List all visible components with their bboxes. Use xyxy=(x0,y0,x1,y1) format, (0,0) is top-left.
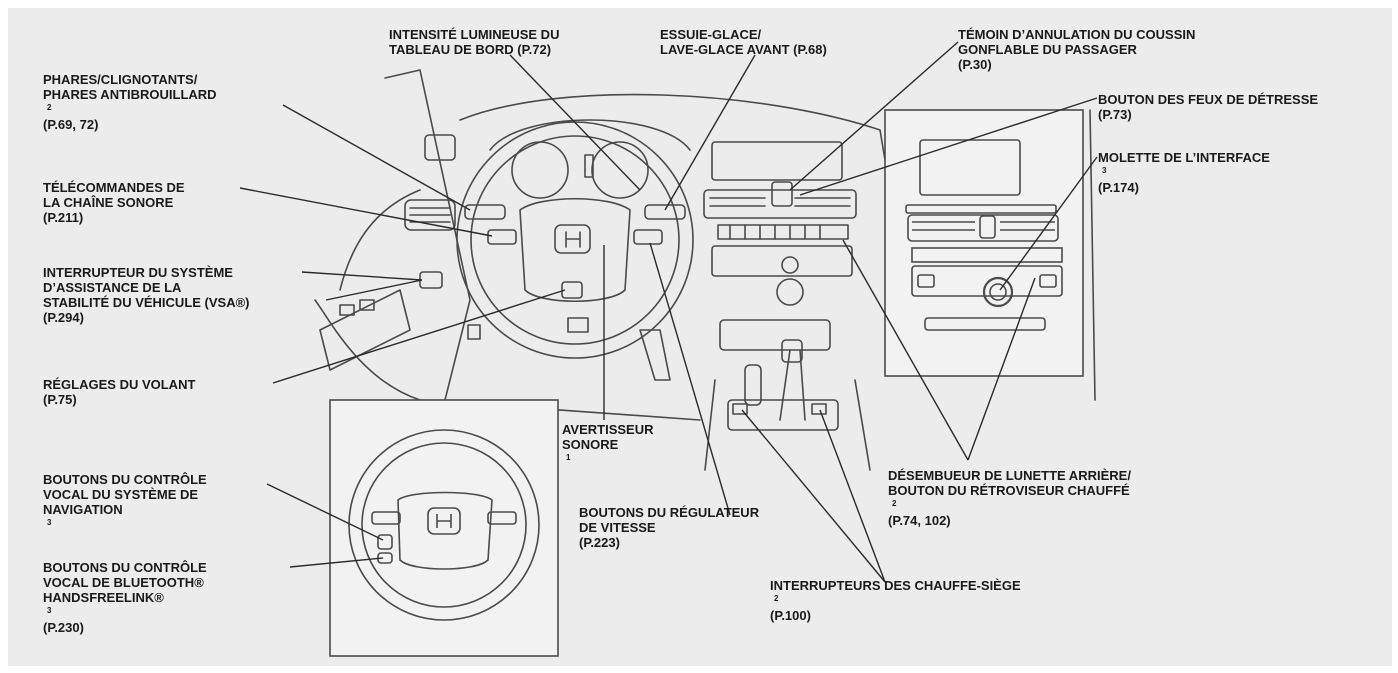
navigation-inset xyxy=(884,109,1084,377)
label-telecommandes: TÉLÉCOMMANDES DE LA CHAÎNE SONORE (P.211… xyxy=(43,180,185,225)
audio-buttons xyxy=(487,229,517,245)
center-knob xyxy=(776,278,804,306)
cluster-hood xyxy=(489,119,691,151)
steering-wheel-inset xyxy=(329,399,559,657)
left-vent xyxy=(404,199,456,231)
console-base xyxy=(727,399,839,431)
vsa-switch xyxy=(419,271,443,289)
hazard-button xyxy=(771,181,793,207)
door-switch-panel xyxy=(319,289,411,371)
honda-logo xyxy=(554,224,591,254)
tachometer-gauge xyxy=(591,141,649,199)
light-lever xyxy=(464,204,506,220)
label-desembueur: DÉSEMBUEUR DE LUNETTE ARRIÈRE/ BOUTON DU… xyxy=(888,468,1131,528)
lower-dash xyxy=(314,299,701,421)
cruise-buttons xyxy=(633,229,663,245)
dash-right-edge xyxy=(1089,109,1096,401)
label-volant: RÉGLAGES DU VOLANT (P.75) xyxy=(43,377,196,407)
pedal xyxy=(639,329,671,381)
window-switch xyxy=(339,304,355,316)
label-vsa: INTERRUPTEUR DU SYSTÈME D’ASSISTANCE DE … xyxy=(43,265,250,325)
dash-top xyxy=(459,93,886,161)
label-detresse: BOUTON DES FEUX DE DÉTRESSE (P.73) xyxy=(1098,92,1319,122)
steering-wheel-rim xyxy=(456,121,694,359)
door-trim xyxy=(339,189,421,291)
center-vents xyxy=(703,189,857,219)
tilt-lever xyxy=(561,281,583,299)
console-shelf xyxy=(719,319,831,351)
steering-column xyxy=(567,317,589,333)
airbag-hub xyxy=(519,198,631,302)
center-display xyxy=(711,141,843,181)
label-phares: PHARES/CLIGNOTANTS/ PHARES ANTIBROUILLAR… xyxy=(43,72,217,132)
radio-unit xyxy=(711,245,853,277)
label-essuie: ESSUIE-GLACE/ LAVE-GLACE AVANT (P.68) xyxy=(660,27,827,57)
side-vent xyxy=(424,134,456,161)
wiper-lever xyxy=(644,204,686,220)
diagram-background xyxy=(8,8,1392,666)
label-temoin: TÉMOIN D’ANNULATION DU COUSSIN GONFLABLE… xyxy=(958,27,1196,72)
label-regulateur: BOUTONS DU RÉGULATEUR DE VITESSE (P.223) xyxy=(579,505,760,550)
label-navigation: BOUTONS DU CONTRÔLE VOCAL DU SYSTÈME DE … xyxy=(43,472,207,527)
window-switch-2 xyxy=(359,299,375,311)
a-pillar xyxy=(384,69,471,421)
climate-buttons xyxy=(717,224,849,240)
leader-lines xyxy=(239,41,1098,583)
speedometer-gauge xyxy=(511,141,569,199)
label-intensite: INTENSITÉ LUMINEUSE DU TABLEAU DE BORD (… xyxy=(389,27,560,57)
parking-brake xyxy=(744,364,762,406)
label-bluetooth: BOUTONS DU CONTRÔLE VOCAL DE BLUETOOTH® … xyxy=(43,560,207,635)
